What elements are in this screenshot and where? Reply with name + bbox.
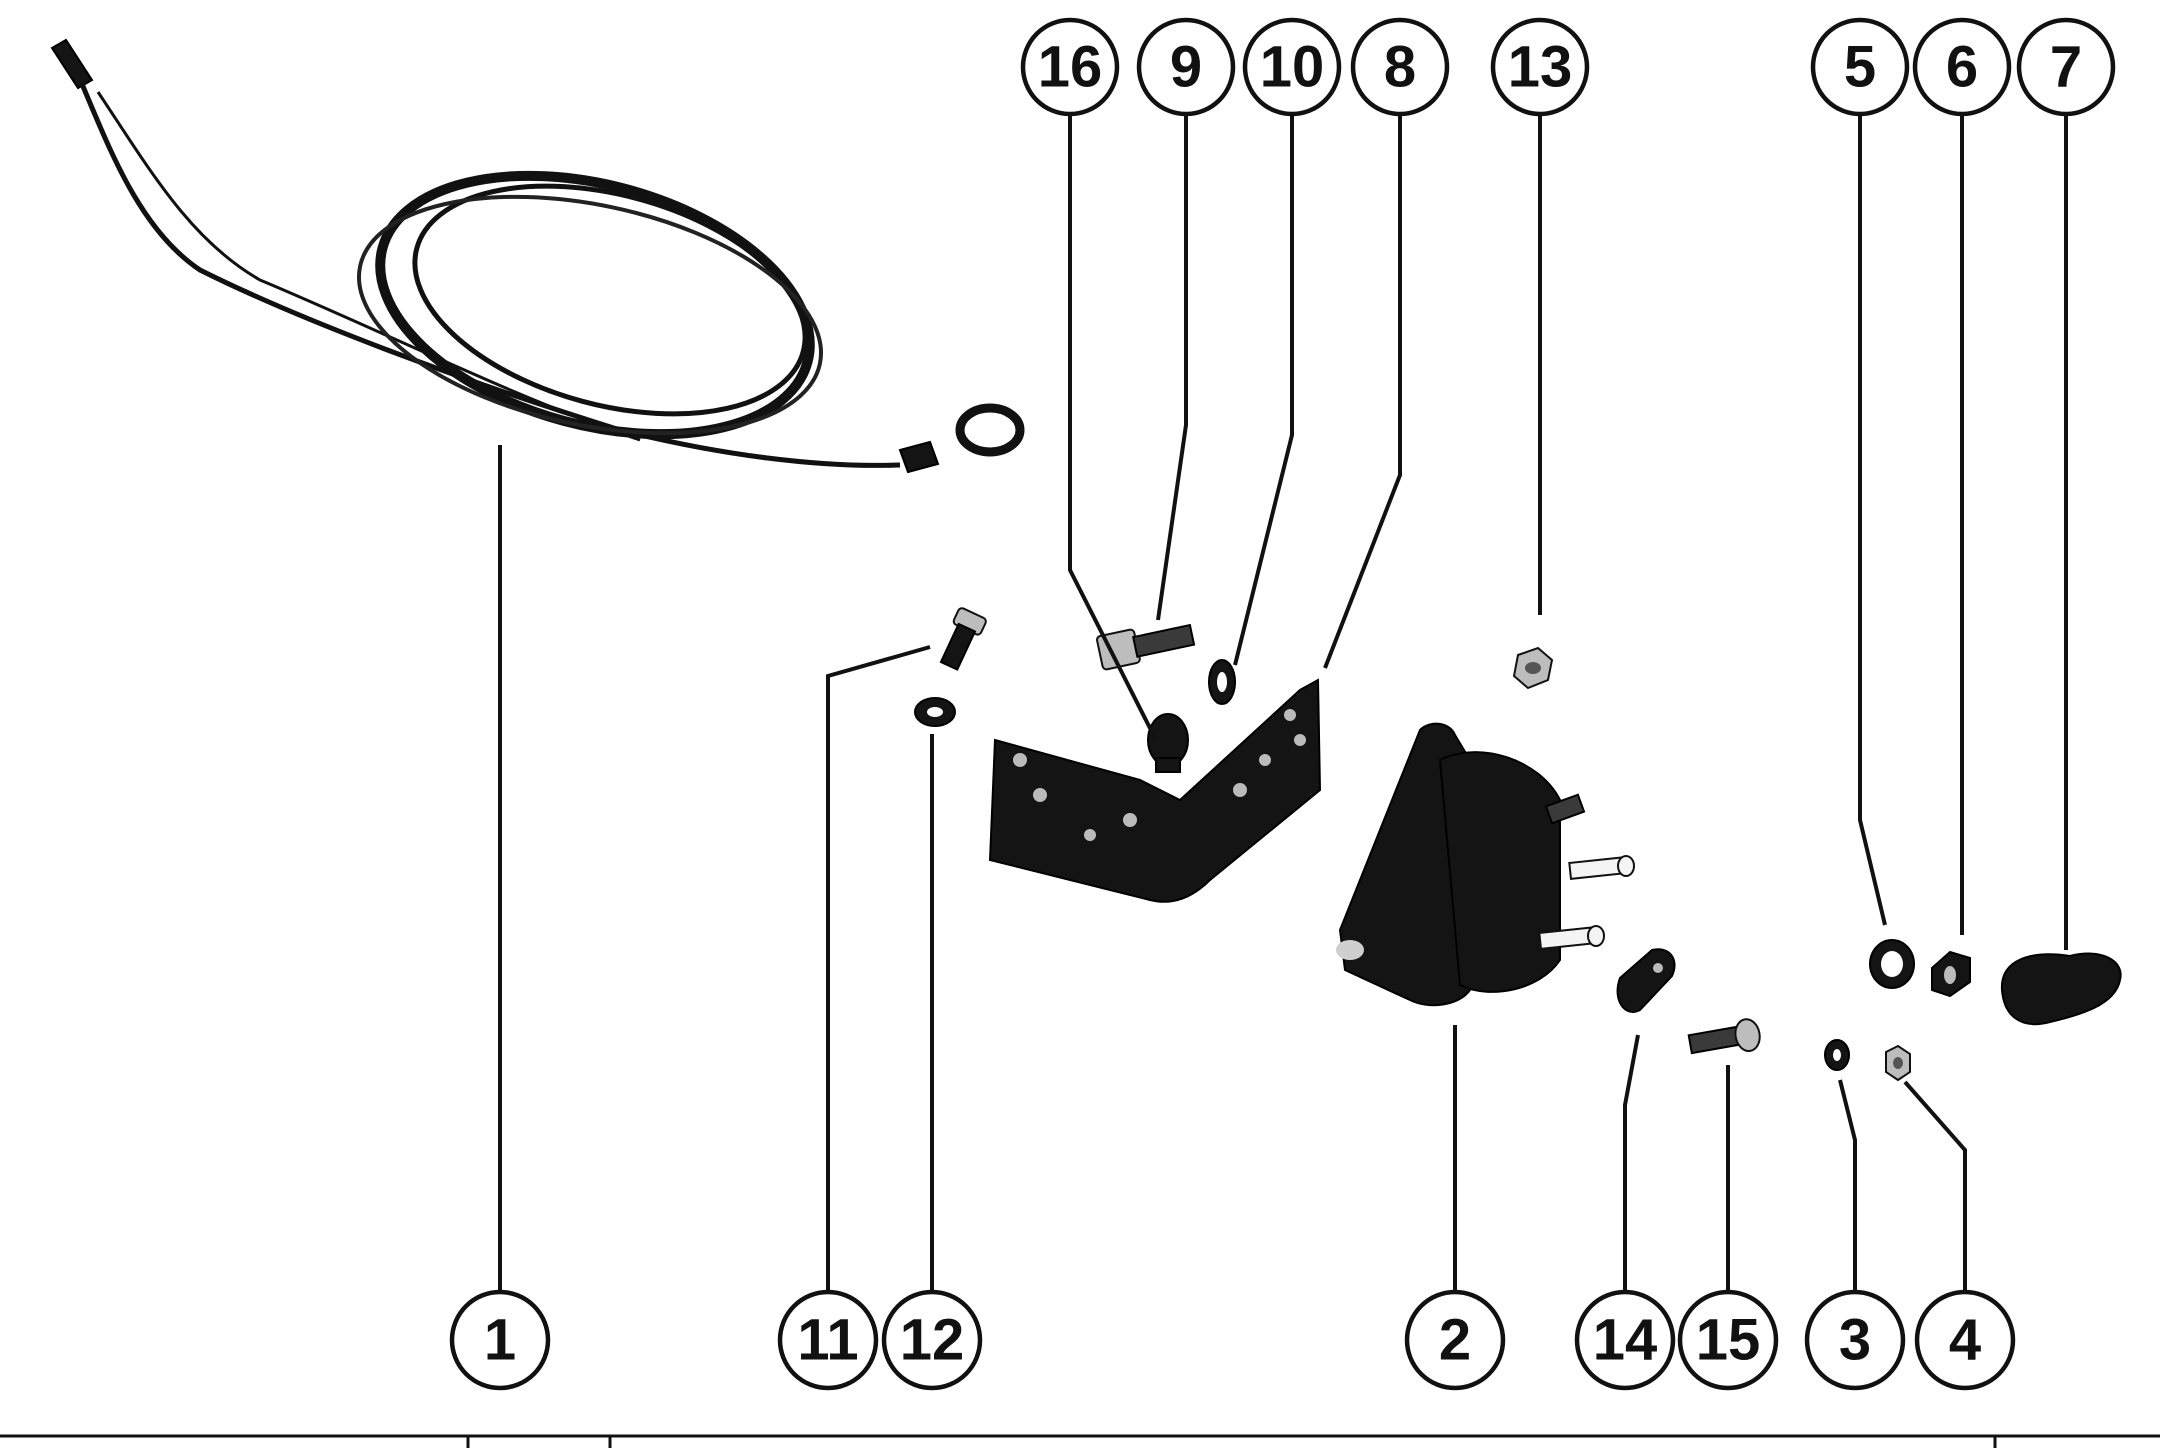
- callout-11-label: 11: [797, 1308, 858, 1373]
- callout-13: 13: [1490, 17, 1590, 117]
- part-8-bracket: [988, 678, 1322, 903]
- leader-8: [1323, 110, 1402, 669]
- part-15-screw: [1687, 1018, 1761, 1055]
- leader-4: [1903, 1080, 1967, 1290]
- callout-9-label: 9: [1170, 35, 1202, 100]
- callout-10-label: 10: [1260, 35, 1325, 100]
- leader-3: [1838, 1079, 1857, 1290]
- part-1-cable-assembly: [50, 38, 1025, 474]
- part-16-grommet: [1147, 713, 1189, 773]
- callout-7: 7: [2016, 17, 2116, 117]
- callout-16-label: 16: [1038, 35, 1103, 100]
- callout-8: 8: [1350, 17, 1450, 117]
- callout-4: 4: [1914, 1289, 2016, 1391]
- callout-12: 12: [881, 1289, 983, 1391]
- callout-2-label: 2: [1439, 1308, 1471, 1373]
- callout-7-label: 7: [2050, 35, 2082, 100]
- callout-2: 2: [1404, 1289, 1506, 1391]
- callout-4-label: 4: [1949, 1308, 1981, 1373]
- part-10-lock-washer: [1208, 659, 1236, 705]
- leader-5: [1858, 110, 1887, 926]
- part-13-nut: [1512, 646, 1554, 690]
- callout-6: 6: [1912, 17, 2012, 117]
- part-5-split-washer: [1869, 939, 1915, 989]
- callout-13-label: 13: [1508, 35, 1573, 100]
- part-14-insulator: [1616, 948, 1676, 1013]
- ring-terminal-icon: [955, 403, 1025, 457]
- callout-14-label: 14: [1593, 1308, 1658, 1373]
- part-3-washer: [1824, 1039, 1850, 1071]
- callout-15: 15: [1677, 1289, 1779, 1391]
- leader-11: [826, 645, 931, 1290]
- callout-12-label: 12: [900, 1308, 965, 1373]
- part-2-solenoid: [1336, 722, 1635, 1007]
- leader-lines: [498, 110, 2068, 1290]
- leader-16: [1068, 110, 1157, 739]
- part-4-nut: [1885, 1044, 1911, 1082]
- callout-14: 14: [1574, 1289, 1676, 1391]
- part-6-nut: [1931, 950, 1971, 998]
- callout-11: 11: [777, 1289, 879, 1391]
- callout-6-label: 6: [1946, 35, 1978, 100]
- callout-1: 1: [449, 1289, 551, 1391]
- leader-9: [1156, 110, 1188, 621]
- callout-5-label: 5: [1844, 35, 1876, 100]
- callout-5: 5: [1810, 17, 1910, 117]
- callout-3-label: 3: [1839, 1308, 1871, 1373]
- part-12-washer: [914, 697, 956, 727]
- part-11-screw: [939, 607, 987, 671]
- callout-10: 10: [1242, 17, 1342, 117]
- leader-14: [1623, 1034, 1640, 1290]
- callout-16: 16: [1020, 17, 1120, 117]
- leader-10: [1233, 110, 1294, 666]
- part-9-bolt: [1096, 623, 1196, 671]
- parts-table-edge: [0, 1434, 2160, 1448]
- callout-3: 3: [1804, 1289, 1906, 1391]
- callout-8-label: 8: [1384, 35, 1416, 100]
- callout-15-label: 15: [1696, 1308, 1761, 1373]
- part-7-terminal-boot: [2000, 952, 2122, 1026]
- callout-1-label: 1: [484, 1308, 516, 1373]
- callout-9: 9: [1136, 17, 1236, 117]
